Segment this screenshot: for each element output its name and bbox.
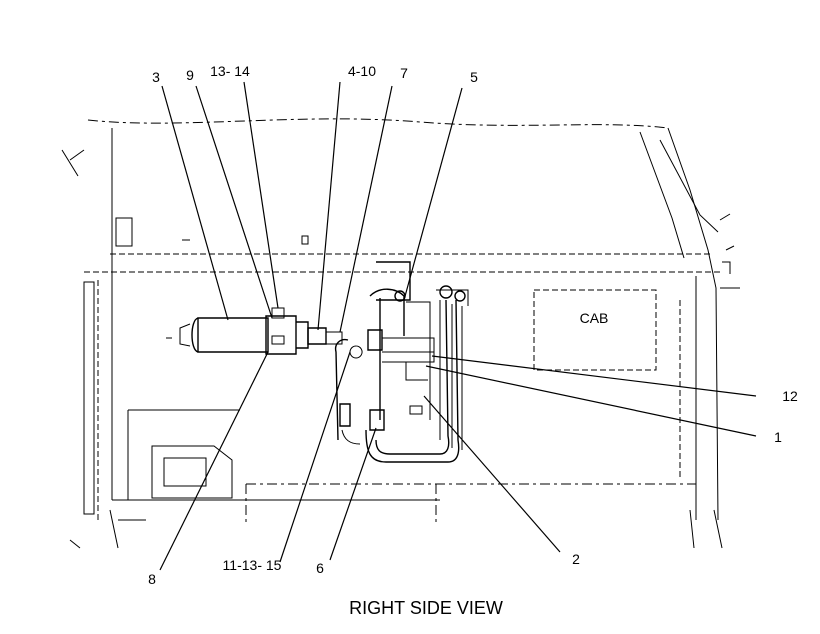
pump-hose-assembly (334, 261, 469, 463)
callout-1: 1 (774, 429, 782, 445)
cab-label: CAB (580, 310, 609, 326)
callout-3: 3 (152, 69, 160, 85)
callout-12: 12 (782, 388, 798, 404)
filter-assembly (166, 307, 343, 355)
callout-8: 8 (148, 571, 156, 587)
callout-7: 7 (400, 65, 408, 81)
machine-outline (61, 118, 740, 549)
leader-lines (159, 81, 757, 571)
callout-11-13-15: 11-13- 15 (223, 557, 282, 573)
callout-labels: 3 9 13- 14 4-10 7 5 12 1 2 6 11-13- 15 8 (148, 63, 798, 587)
callout-4-10: 4-10 (348, 63, 376, 79)
callout-6: 6 (316, 560, 324, 576)
cab-outline: CAB (533, 289, 657, 371)
callout-9: 9 (186, 67, 194, 83)
callout-2: 2 (572, 551, 580, 567)
callout-13-14: 13- 14 (210, 63, 250, 79)
diagram-title: RIGHT SIDE VIEW (349, 598, 503, 618)
callout-5: 5 (470, 69, 478, 85)
